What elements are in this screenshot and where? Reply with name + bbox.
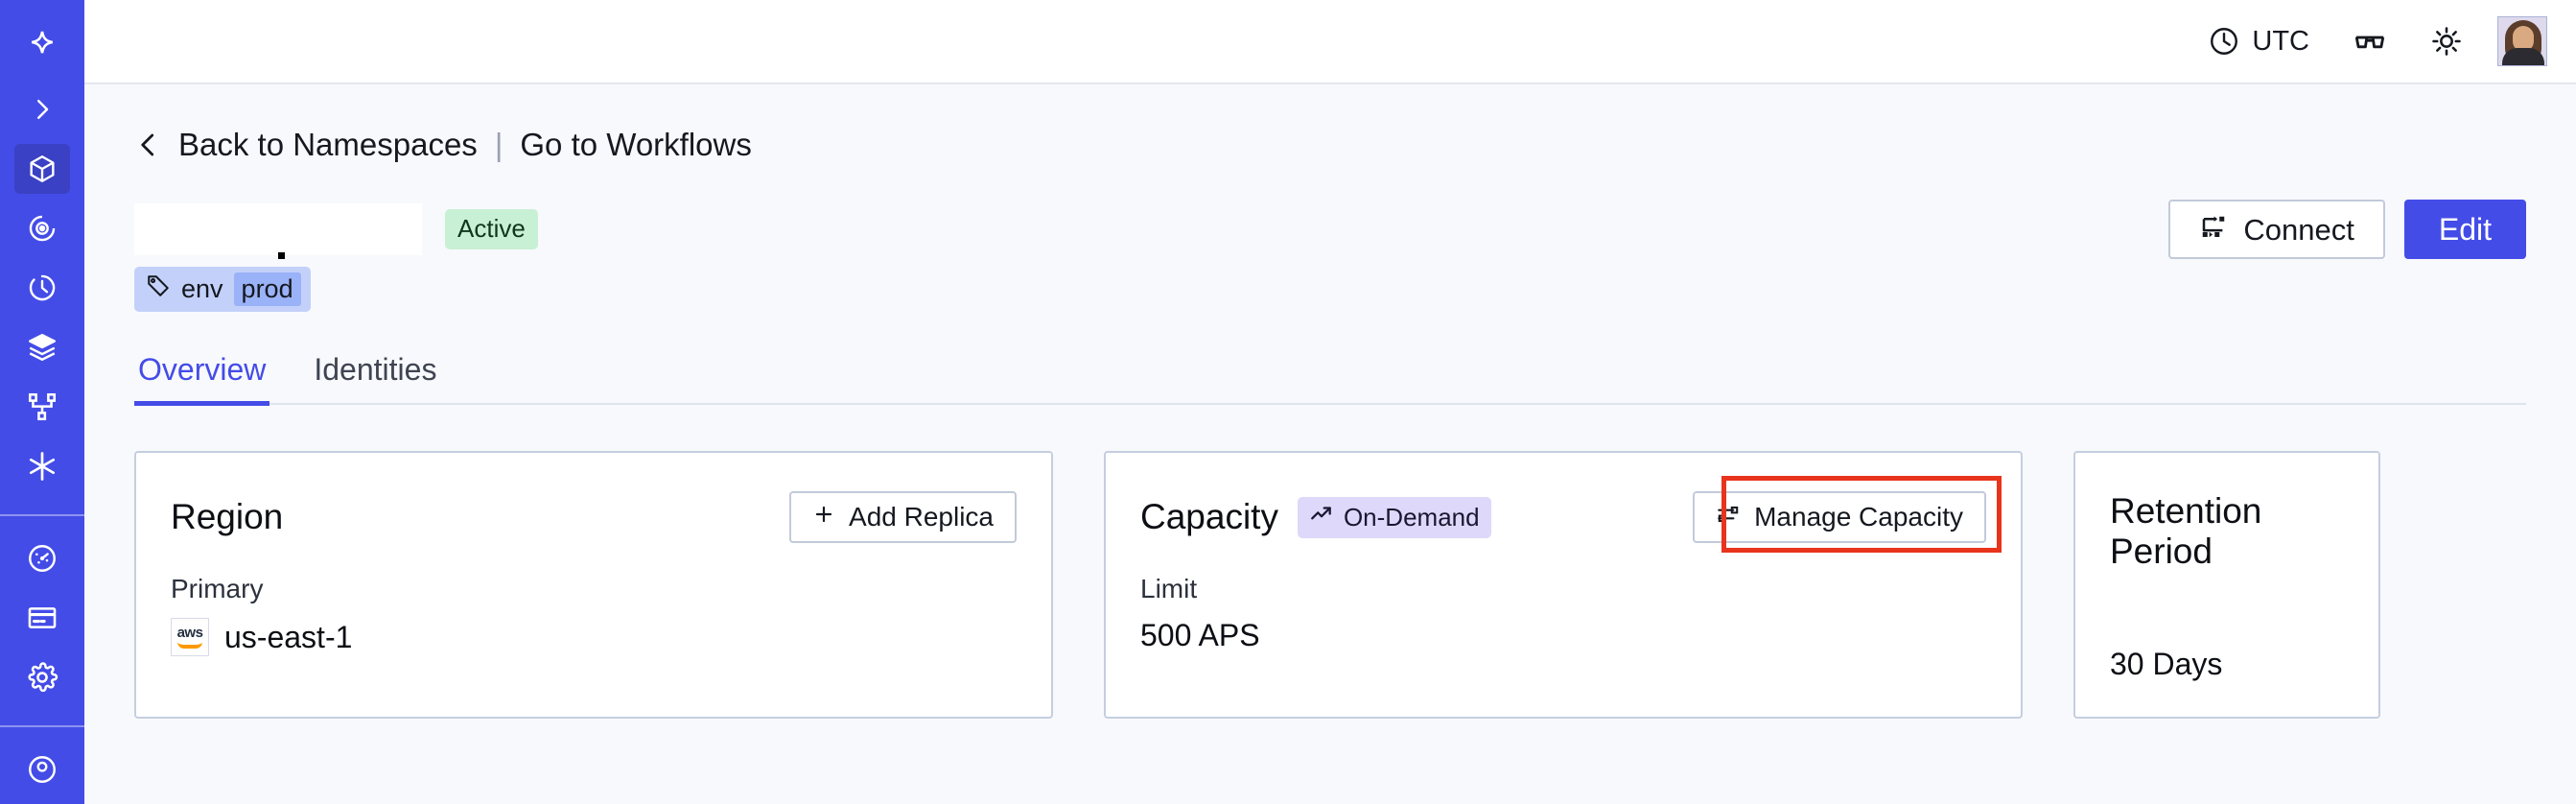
retention-card: Retention Period 30 Days xyxy=(2073,451,2380,719)
region-value: us-east-1 xyxy=(224,619,353,654)
tag-value: prod xyxy=(233,272,301,306)
add-replica-label: Add Replica xyxy=(849,502,994,532)
content-area: UTC xyxy=(84,0,2576,804)
theme-toggle-sun-icon[interactable] xyxy=(2409,16,2484,66)
sidebar-item-settings[interactable] xyxy=(14,652,70,702)
add-replica-button[interactable]: Add Replica xyxy=(789,491,1017,543)
timezone-label: UTC xyxy=(2252,25,2309,57)
avatar-body xyxy=(2502,48,2544,65)
sidebar-divider-top xyxy=(0,514,84,517)
edit-button-label: Edit xyxy=(2438,212,2492,247)
status-badge: Active xyxy=(445,209,538,249)
tab-overview[interactable]: Overview xyxy=(134,352,270,406)
clock-icon xyxy=(2208,25,2240,58)
retention-value: 30 Days xyxy=(2110,647,2223,681)
namespace-header-row: Active xyxy=(134,200,2526,259)
temporal-star-logo-icon[interactable] xyxy=(14,21,70,71)
connect-button[interactable]: Connect xyxy=(2168,200,2385,259)
chevron-left-icon[interactable] xyxy=(134,130,163,159)
aws-logo-icon: aws xyxy=(171,618,209,656)
capacity-value: 500 APS xyxy=(1140,618,1260,652)
sidebar-item-batch-operations[interactable] xyxy=(14,322,70,372)
retention-card-title: Retention Period xyxy=(2110,491,2262,571)
sidebar-item-billing[interactable] xyxy=(14,593,70,643)
connection-flow-icon xyxy=(2199,213,2228,247)
tag-key: env xyxy=(181,274,223,303)
top-bar: UTC xyxy=(84,0,2576,84)
overview-cards: Region Add Replica Pr xyxy=(134,451,2526,719)
capacity-mode-badge: On-Demand xyxy=(1297,496,1491,538)
breadcrumb: Back to Namespaces | Go to Workflows xyxy=(134,127,2526,163)
edit-button[interactable]: Edit xyxy=(2403,200,2526,259)
region-card-title: Region xyxy=(171,497,284,536)
glasses-icon[interactable] xyxy=(2330,16,2409,66)
capacity-mode-label: On-Demand xyxy=(1343,502,1480,532)
capacity-card-title: Capacity xyxy=(1140,497,1278,536)
namespace-tags: env prod xyxy=(134,267,2526,312)
sidebar-item-namespaces[interactable] xyxy=(14,144,70,195)
retention-value-row: 30 Days xyxy=(2110,647,2344,682)
namespace-tabs: Overview Identities xyxy=(134,352,2526,406)
avatar-face xyxy=(2513,26,2534,52)
sidebar-item-schedules[interactable] xyxy=(14,263,70,313)
capacity-value-row: 500 APS xyxy=(1140,618,1986,653)
sidebar-item-workflows[interactable] xyxy=(14,382,70,432)
sidebar-item-account[interactable] xyxy=(14,745,70,794)
region-sublabel: Primary xyxy=(171,574,264,603)
page-content: Back to Namespaces | Go to Workflows Act… xyxy=(84,84,2576,804)
region-value-row: aws us-east-1 xyxy=(171,618,1017,656)
retention-spacer xyxy=(2110,603,2344,647)
user-avatar[interactable] xyxy=(2497,16,2547,66)
region-card: Region Add Replica Pr xyxy=(134,451,1053,719)
trending-up-icon xyxy=(1309,502,1334,533)
namespace-title xyxy=(134,203,422,259)
tag-icon xyxy=(146,273,171,305)
capacity-card: Capacity On-Demand xyxy=(1104,451,2023,719)
tab-identities[interactable]: Identities xyxy=(314,352,437,387)
breadcrumb-separator: | xyxy=(494,127,503,162)
sidebar-item-nexus[interactable] xyxy=(14,441,70,491)
connect-button-label: Connect xyxy=(2243,212,2354,247)
sidebar-divider-bottom xyxy=(0,725,84,727)
manage-capacity-label: Manage Capacity xyxy=(1754,502,1963,532)
sliders-icon xyxy=(1716,502,1741,533)
sidebar-item-observability[interactable] xyxy=(14,203,70,253)
breadcrumb-back-link[interactable]: Back to Namespaces xyxy=(178,127,478,162)
sidebar-item-usage[interactable] xyxy=(14,533,70,583)
timezone-selector[interactable]: UTC xyxy=(2187,16,2330,66)
main-sidebar xyxy=(0,0,84,804)
capacity-sublabel: Limit xyxy=(1140,574,1198,603)
breadcrumb-workflows-link[interactable]: Go to Workflows xyxy=(520,127,752,162)
manage-capacity-button[interactable]: Manage Capacity xyxy=(1693,491,1986,543)
sidebar-expand-button[interactable] xyxy=(14,84,70,134)
tag-chip-env[interactable]: env prod xyxy=(134,267,311,312)
plus-icon xyxy=(812,502,835,532)
